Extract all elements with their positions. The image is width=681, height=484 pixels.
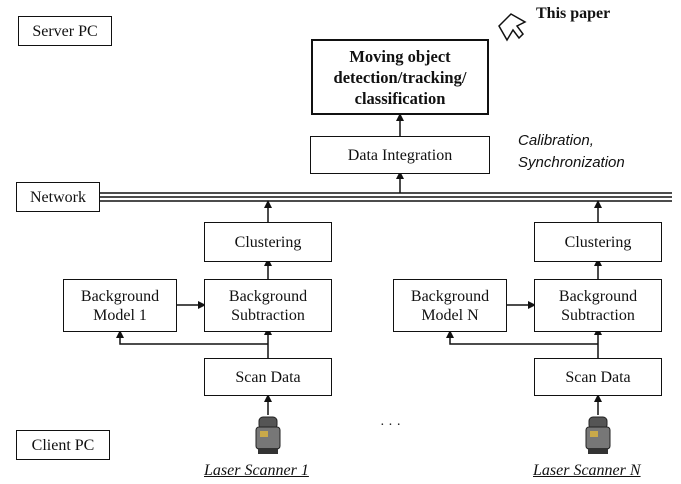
this-paper-label: This paper [536, 5, 611, 22]
ellipsis: · · · [380, 418, 401, 433]
server-pc-label: Server PC [18, 16, 112, 46]
right-scan-to-model [446, 330, 598, 345]
pointer-hand-icon [498, 13, 527, 42]
client-pc-label: Client PC [16, 430, 110, 460]
data-integration-box: Data Integration [310, 136, 490, 174]
left-clustering-box: Clustering [204, 222, 332, 262]
right-background-subtraction-box: Background Subtraction [534, 279, 662, 332]
laser-scanner-icon [585, 416, 611, 454]
right-scan-data-box: Scan Data [534, 358, 662, 396]
right-background-model-box: Background Model N [393, 279, 507, 332]
left-scan-data-box: Scan Data [204, 358, 332, 396]
laser-scanner-1-label: Laser Scanner 1 [204, 462, 309, 479]
network-label: Network [16, 182, 100, 212]
laser-scanner-n-label: Laser Scanner N [533, 462, 641, 479]
calibration-label: Calibration, Synchronization [518, 132, 625, 171]
left-background-subtraction-box: Background Subtraction [204, 279, 332, 332]
network-line [100, 192, 672, 202]
left-scan-to-model [116, 330, 268, 345]
right-clustering-box: Clustering [534, 222, 662, 262]
left-background-model-box: Background Model 1 [63, 279, 177, 332]
laser-scanner-icon [255, 416, 281, 454]
moving-object-box: Moving object detection/tracking/ classi… [311, 39, 489, 115]
